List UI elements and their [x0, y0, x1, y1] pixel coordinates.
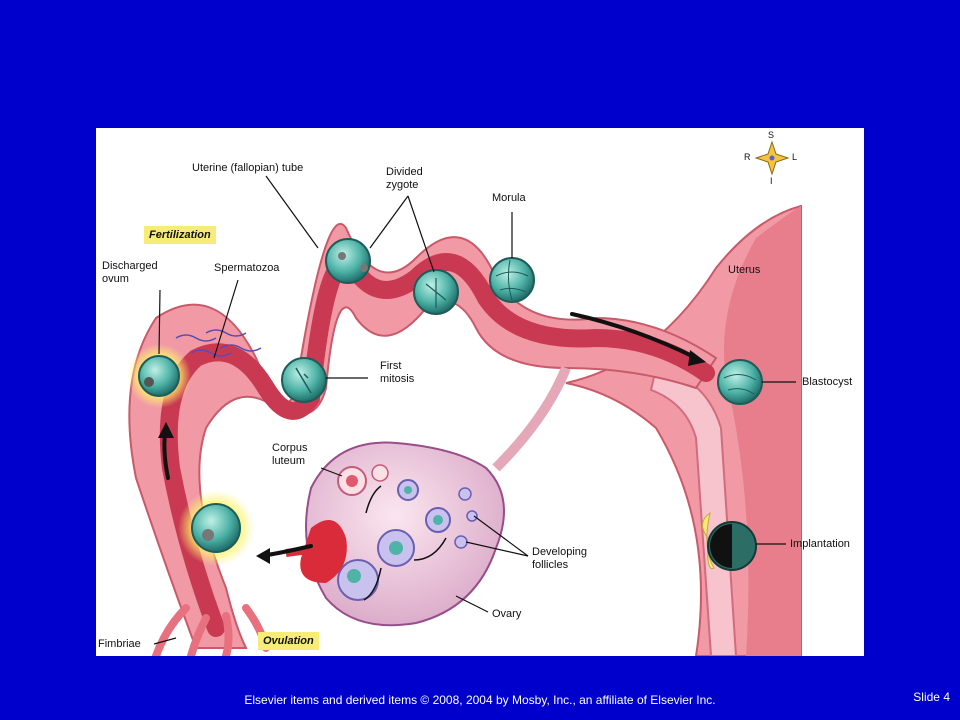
implantation-decidua [702, 511, 715, 570]
follicle [466, 510, 478, 522]
ovarian-ligament [492, 366, 571, 472]
label-corpus-luteum: Corpus luteum [272, 442, 308, 467]
fertilization-box: Fertilization [144, 226, 216, 244]
label-fimbriae: Fimbriae [98, 638, 141, 650]
divided-zygote-cell [325, 238, 371, 284]
label-developing-follicles: Developing follicles [532, 546, 588, 571]
spermatozoa [175, 329, 262, 357]
compass-r: R [744, 152, 751, 162]
label-divided-zygote: Divided zygote [386, 166, 423, 191]
fimbriae [152, 604, 270, 656]
fallopian-tube-lumen [159, 252, 715, 637]
label-discharged-ovum: Discharged ovum [102, 260, 158, 285]
copyright-footer: Elsevier items and derived items © 2008,… [244, 693, 716, 707]
label-spermatozoa: Spermatozoa [214, 262, 280, 274]
ovulated-ovum [191, 503, 241, 553]
label-blastocyst: Blastocyst [802, 376, 853, 388]
blastocyst-cell [717, 359, 763, 405]
label-uterine-tube: Uterine (fallopian) tube [192, 162, 304, 174]
discharged-ovum-cell [138, 355, 180, 397]
leader-lines [153, 175, 796, 645]
label-implantation: Implantation [790, 538, 850, 550]
compass-s: S [768, 130, 775, 140]
reproduction-diagram: Uterine (fallopian) tube Divided zygote … [96, 128, 864, 656]
label-uterus: Uterus [728, 264, 761, 276]
follicle [458, 487, 472, 501]
label-first-mitosis: First mitosis [380, 360, 415, 385]
compass-icon [754, 140, 790, 176]
slide-number: Slide 4 [913, 690, 950, 704]
ovulation-box: Ovulation [258, 632, 319, 650]
morula-cell [489, 257, 535, 303]
label-ovary: Ovary [492, 608, 522, 620]
label-morula: Morula [492, 192, 526, 204]
follicle [454, 535, 468, 549]
compass-l: L [792, 152, 798, 162]
diagram-art [127, 140, 802, 656]
compass-i: I [770, 176, 773, 186]
